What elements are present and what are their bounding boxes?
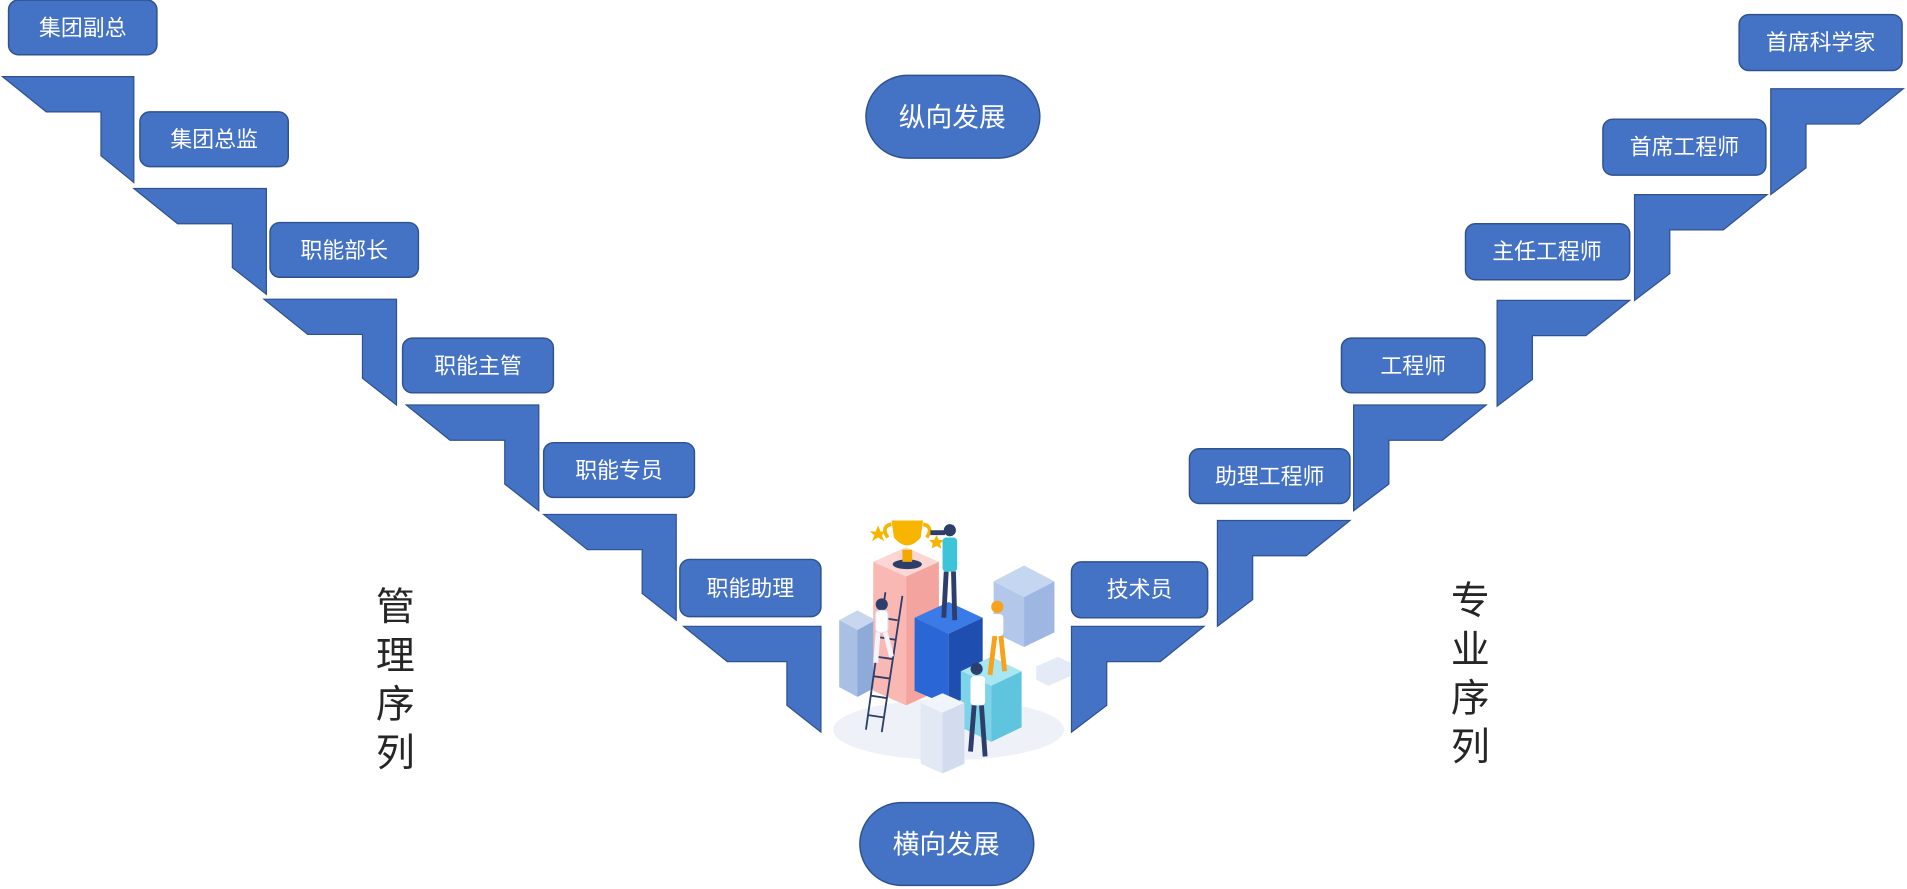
level-box-senior-engineer[interactable]: 主任工程师 — [1464, 223, 1631, 281]
vertical-development-pill[interactable]: 纵向发展 — [865, 74, 1041, 159]
step-shape — [1633, 193, 1769, 302]
person-walking — [968, 662, 988, 757]
level-label: 职能助理 — [707, 577, 795, 602]
level-box-assistant-engineer[interactable]: 助理工程师 — [1188, 448, 1351, 505]
level-label: 工程师 — [1380, 354, 1446, 379]
step-shape — [1770, 88, 1906, 196]
management-track-char: 列 — [376, 731, 415, 776]
level-label: 首席工程师 — [1630, 135, 1739, 160]
person-binoculars — [930, 524, 958, 621]
horizontal-development-label: 横向发展 — [893, 830, 1000, 861]
step-shape — [541, 513, 677, 622]
career-podium-illustration — [833, 520, 1071, 774]
management-steps — [0, 76, 822, 734]
level-label: 助理工程师 — [1215, 465, 1324, 490]
level-label: 职能部长 — [300, 239, 388, 264]
professional-level-boxes: 技术员 助理工程师 工程师 主任工程师 首席工程师 首席科学家 — [1070, 13, 1903, 619]
management-level-boxes: 集团副总 集团总监 职能部长 职能主管 职能专员 职能助理 — [7, 0, 822, 618]
professional-track-char: 业 — [1451, 628, 1490, 673]
level-label: 主任工程师 — [1492, 240, 1601, 265]
professional-track-char: 列 — [1451, 725, 1490, 770]
step-shape — [1070, 625, 1206, 734]
level-box-engineer[interactable]: 工程师 — [1340, 337, 1486, 394]
management-track-char: 序 — [376, 683, 415, 728]
level-box-chief-scientist[interactable]: 首席科学家 — [1738, 13, 1903, 72]
block-front — [920, 693, 965, 774]
step-shape — [681, 625, 822, 734]
professional-track-label: 专 业 序 列 — [1451, 579, 1490, 770]
level-box-department-head[interactable]: 职能部长 — [269, 221, 420, 279]
person-climbing — [873, 598, 894, 663]
professional-track-char: 专 — [1451, 579, 1490, 624]
professional-track-char: 序 — [1451, 676, 1490, 721]
person-orange — [987, 600, 1007, 676]
block-left — [839, 610, 876, 697]
management-track-char: 理 — [376, 634, 415, 679]
management-track-label: 管 理 序 列 — [376, 585, 415, 776]
level-box-specialist[interactable]: 职能专员 — [542, 441, 696, 499]
level-box-assistant[interactable]: 职能助理 — [679, 558, 822, 618]
level-label: 集团副总 — [39, 16, 127, 41]
step-shape — [1216, 519, 1352, 628]
trophy-icon — [869, 520, 944, 570]
horizontal-development-pill[interactable]: 横向发展 — [859, 801, 1035, 887]
level-label: 集团总监 — [170, 128, 257, 153]
level-label: 职能主管 — [434, 354, 522, 379]
step-shape — [1496, 299, 1632, 408]
level-box-group-vp[interactable]: 集团副总 — [7, 0, 158, 56]
management-track-char: 管 — [376, 585, 415, 630]
level-box-chief-engineer[interactable]: 首席工程师 — [1602, 118, 1767, 176]
step-shape — [1353, 404, 1488, 513]
vertical-development-label: 纵向发展 — [899, 102, 1006, 133]
step-shape — [0, 76, 135, 184]
step-shape — [404, 404, 540, 513]
professional-steps — [1070, 88, 1906, 734]
level-box-technician[interactable]: 技术员 — [1070, 561, 1209, 619]
level-box-supervisor[interactable]: 职能主管 — [401, 337, 555, 394]
step-shape — [132, 187, 267, 296]
level-label: 首席科学家 — [1766, 31, 1875, 56]
level-label: 职能专员 — [575, 459, 663, 484]
step-shape — [262, 298, 398, 407]
level-label: 技术员 — [1107, 578, 1173, 603]
level-box-group-director[interactable]: 集团总监 — [139, 111, 289, 168]
